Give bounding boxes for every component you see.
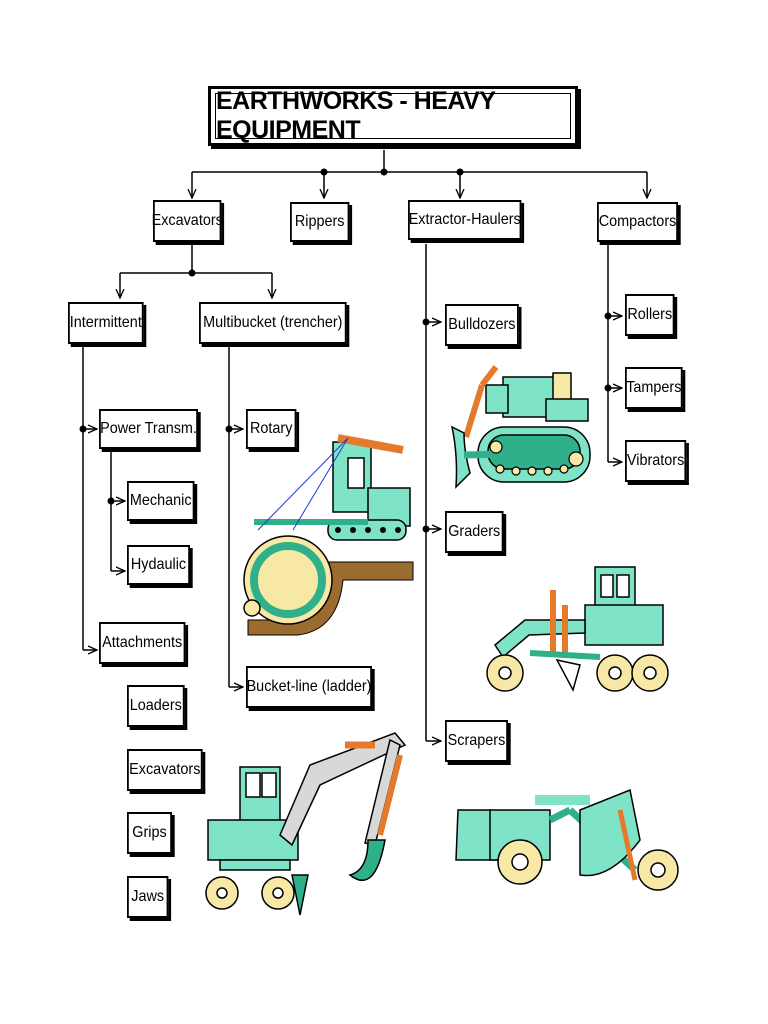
- node-loaders: Loaders: [127, 685, 185, 727]
- scraper-illustration: [455, 788, 679, 891]
- node-grips: Grips: [127, 812, 172, 854]
- node-extractor-haulers: Extractor-Haulers: [408, 200, 522, 240]
- node-graders: Graders: [445, 511, 504, 553]
- node-vibrators: Vibrators: [625, 440, 687, 482]
- node-rotary: Rotary: [246, 409, 297, 449]
- node-hydraulic: Hydaulic: [127, 545, 190, 585]
- rotary-trencher-illustration: [243, 434, 414, 636]
- node-attachments: Attachments: [99, 622, 186, 664]
- node-power-transm: Power Transm.: [99, 409, 198, 449]
- title-frame: EARTHWORKS - HEAVY EQUIPMENT: [208, 86, 578, 146]
- node-attachment-excavators: Excavators: [127, 749, 203, 791]
- hydraulic-excavator-illustration: [205, 732, 407, 916]
- node-jaws: Jaws: [127, 876, 169, 918]
- node-excavators: Excavators: [152, 200, 223, 242]
- node-mechanic: Mechanic: [127, 481, 195, 521]
- node-bucket-line: Bucket-line (ladder): [246, 666, 372, 708]
- node-intermittent: Intermittent: [68, 302, 144, 344]
- bulldozer-illustration: [450, 365, 591, 489]
- node-scrapers: Scrapers: [445, 720, 508, 762]
- grader-illustration: [486, 566, 669, 693]
- node-multibucket: Multibucket (trencher): [199, 302, 347, 344]
- node-rippers: Rippers: [290, 202, 350, 242]
- node-compactors: Compactors: [597, 202, 678, 242]
- node-rollers: Rollers: [625, 294, 675, 336]
- node-tampers: Tampers: [625, 367, 683, 409]
- node-bulldozers: Bulldozers: [445, 304, 519, 346]
- page-title: EARTHWORKS - HEAVY EQUIPMENT: [215, 87, 571, 144]
